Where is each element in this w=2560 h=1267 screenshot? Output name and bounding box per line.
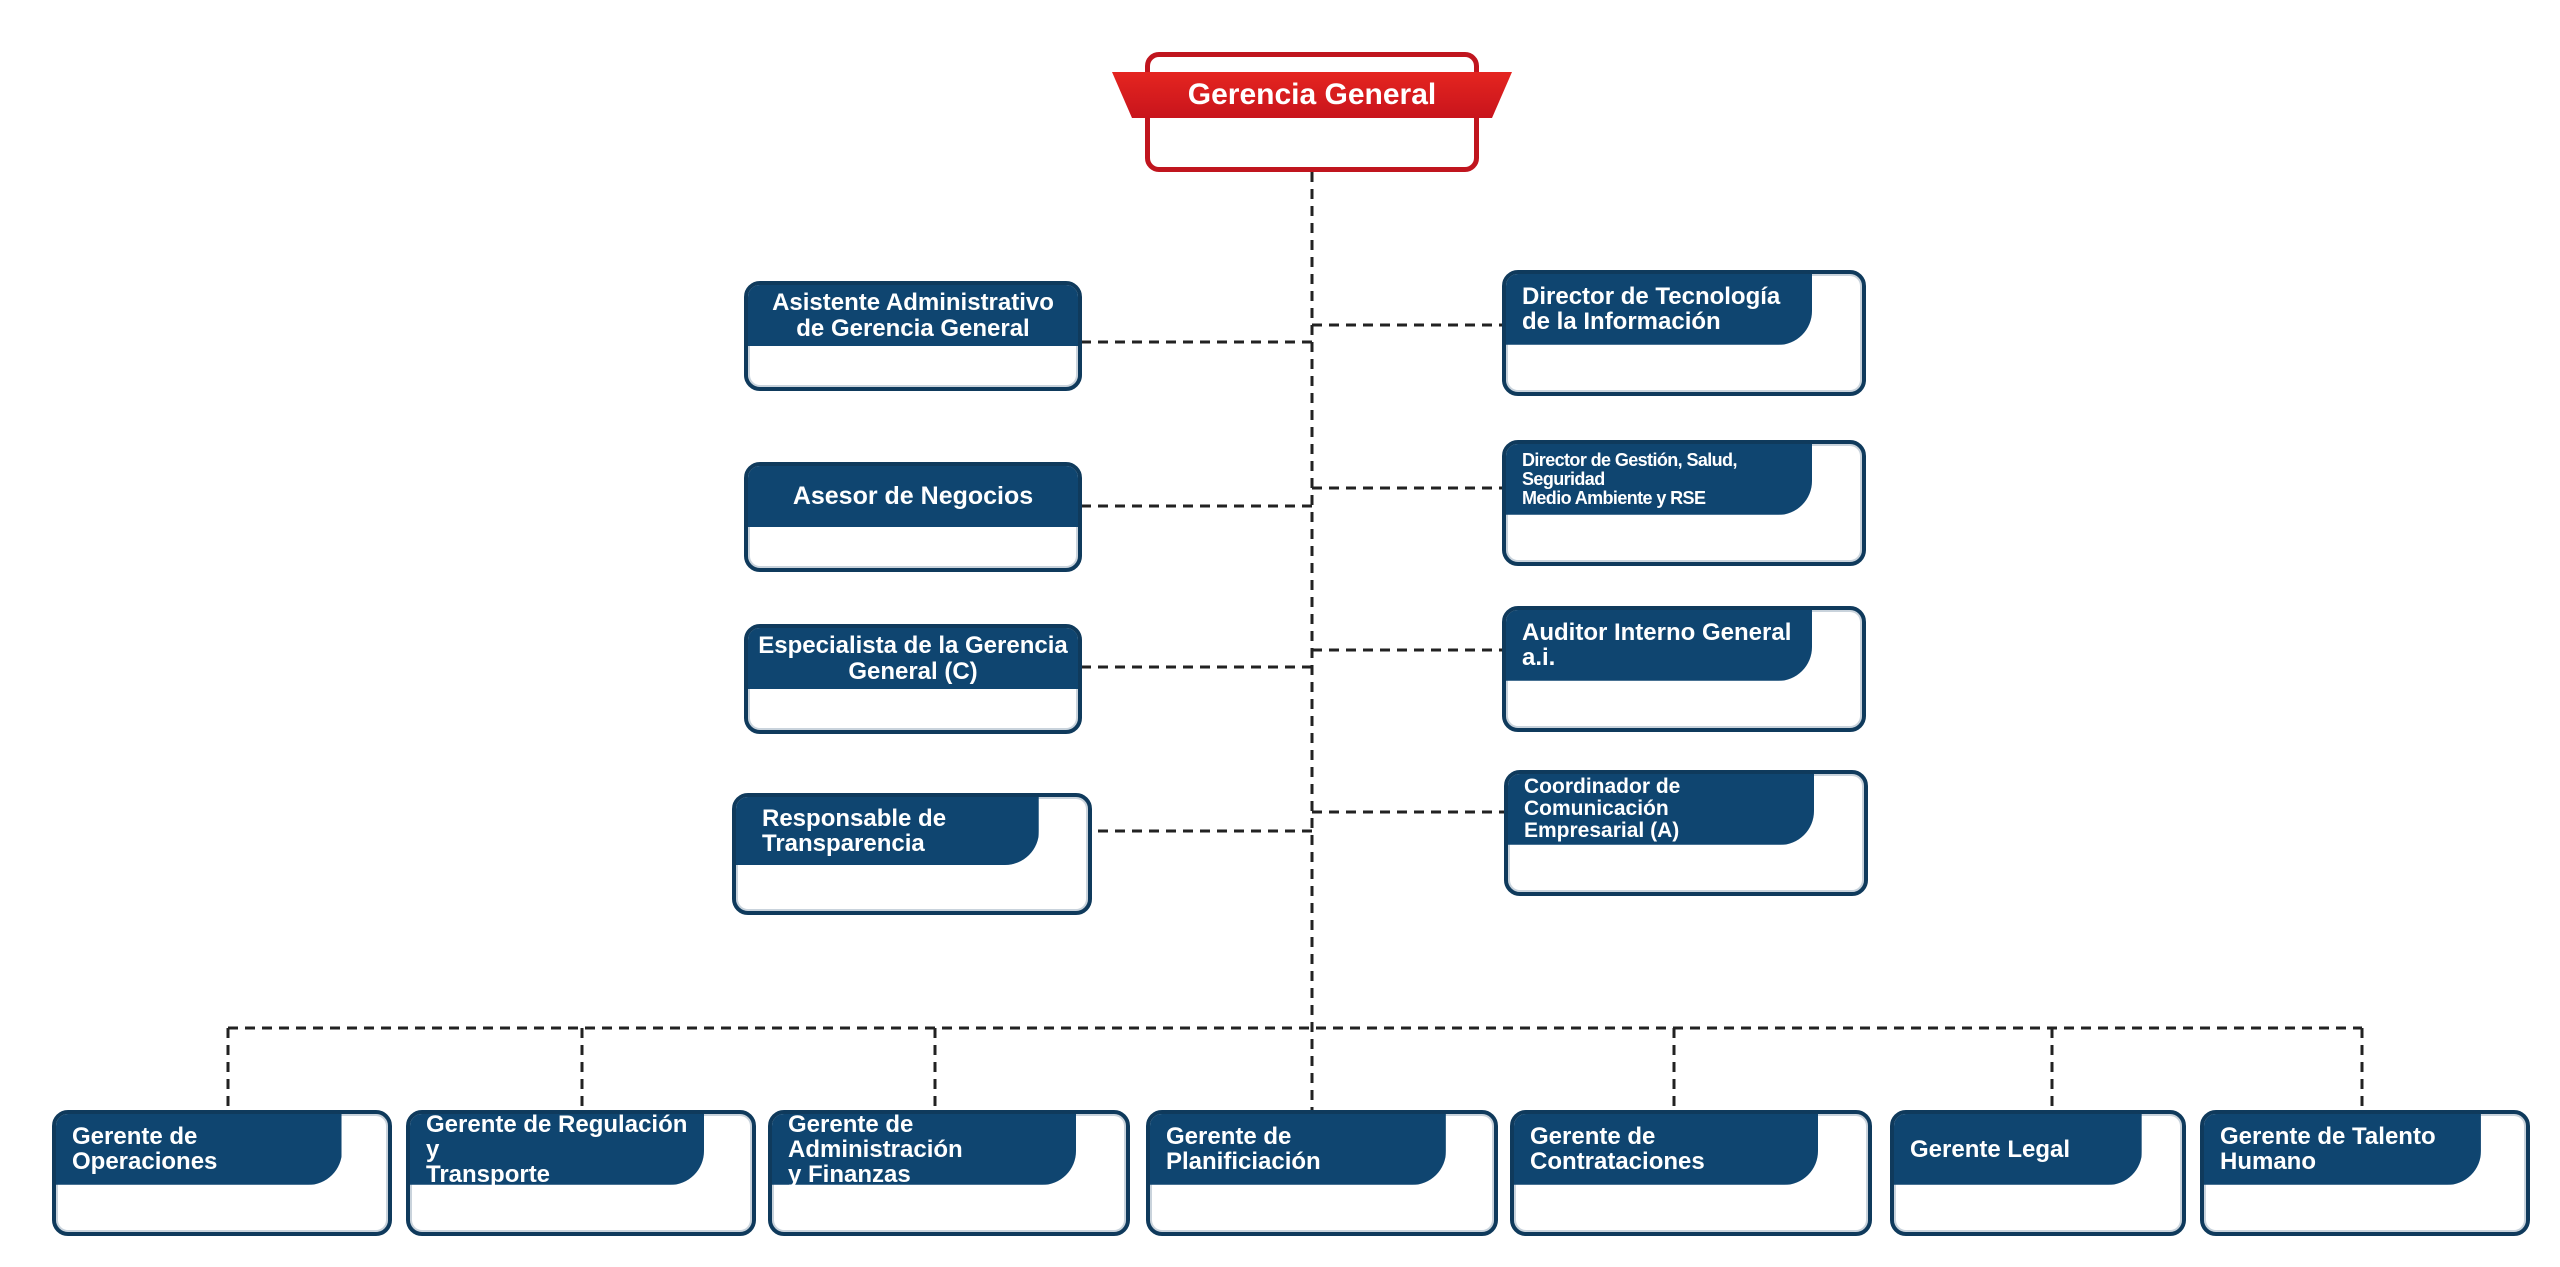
gerencia-general-header: Gerencia General (1112, 72, 1512, 118)
card-gerente-talento: Gerente de Talento Humano (2200, 1110, 2530, 1236)
card-gerente-administracion: Gerente de Administración y Finanzas (768, 1110, 1130, 1236)
card-label-line1: Director de Tecnología (1522, 283, 1781, 311)
card-director-tecnologia: Director de Tecnología de la Información (1502, 270, 1866, 396)
card-director-gestion: Director de Gestión, Salud, Seguridad Me… (1502, 440, 1866, 566)
card-especialista-gerencia: Especialista de la Gerencia General (C) (744, 624, 1082, 734)
card-label-line1: Gerente de Talento (2220, 1123, 2436, 1151)
card-label-line2: Medio Ambiente y RSE (1522, 487, 1706, 508)
card-label-line1: Auditor Interno General a.i. (1522, 619, 1792, 672)
card-label-line2: Transporte (426, 1161, 551, 1188)
card-label-line1: Coordinador de Comunicación (1524, 775, 1681, 821)
gerencia-general-label: Gerencia General (1187, 78, 1437, 111)
card-label-line2: Transparencia (762, 830, 925, 858)
card-label-line1: Director de Gestión, Salud, Seguridad (1522, 450, 1737, 489)
card-gerente-operaciones: Gerente de Operaciones (52, 1110, 392, 1236)
card-label-line2: General (C) (848, 657, 978, 685)
card-label-line1: Responsable de (762, 805, 947, 832)
card-label-line1: Gerente de Planificiación (1166, 1123, 1321, 1176)
card-label-line1: Gerente de Contrataciones (1530, 1123, 1705, 1176)
card-label-line1: Especialista de la Gerencia (758, 632, 1068, 660)
card-label-line2: Humano (2220, 1148, 2316, 1176)
card-label-line2: y Finanzas (788, 1161, 911, 1188)
card-gerente-regulacion: Gerente de Regulación y Transporte (406, 1110, 756, 1236)
card-gerente-contrataciones: Gerente de Contrataciones (1510, 1110, 1872, 1236)
card-gerente-legal: Gerente Legal (1890, 1110, 2186, 1236)
card-label-line1: Gerente Legal (1910, 1135, 2071, 1163)
card-auditor-interno: Auditor Interno General a.i. (1502, 606, 1866, 732)
card-label-line1: Gerente de Operaciones (72, 1123, 218, 1176)
card-asistente-administrativo: Asistente Administrativo de Gerencia Gen… (744, 281, 1082, 391)
card-label-line1: Asistente Administrativo (772, 289, 1054, 317)
card-label-line2: Empresarial (A) (1524, 819, 1680, 843)
card-label-line1: Asesor de Negocios (792, 482, 1034, 511)
card-responsable-transparencia: Responsable de Transparencia (732, 793, 1092, 915)
card-label-line1: Gerente de Regulación y (426, 1110, 688, 1163)
card-asesor-negocios: Asesor de Negocios (744, 462, 1082, 572)
card-label-line2: de la Información (1522, 308, 1721, 336)
card-label-line1: Gerente de Administración (788, 1110, 963, 1163)
card-gerente-planificacion: Gerente de Planificiación (1146, 1110, 1498, 1236)
card-coordinador-comunicacion: Coordinador de Comunicación Empresarial … (1504, 770, 1868, 896)
card-label-line2: de Gerencia General (796, 314, 1030, 342)
